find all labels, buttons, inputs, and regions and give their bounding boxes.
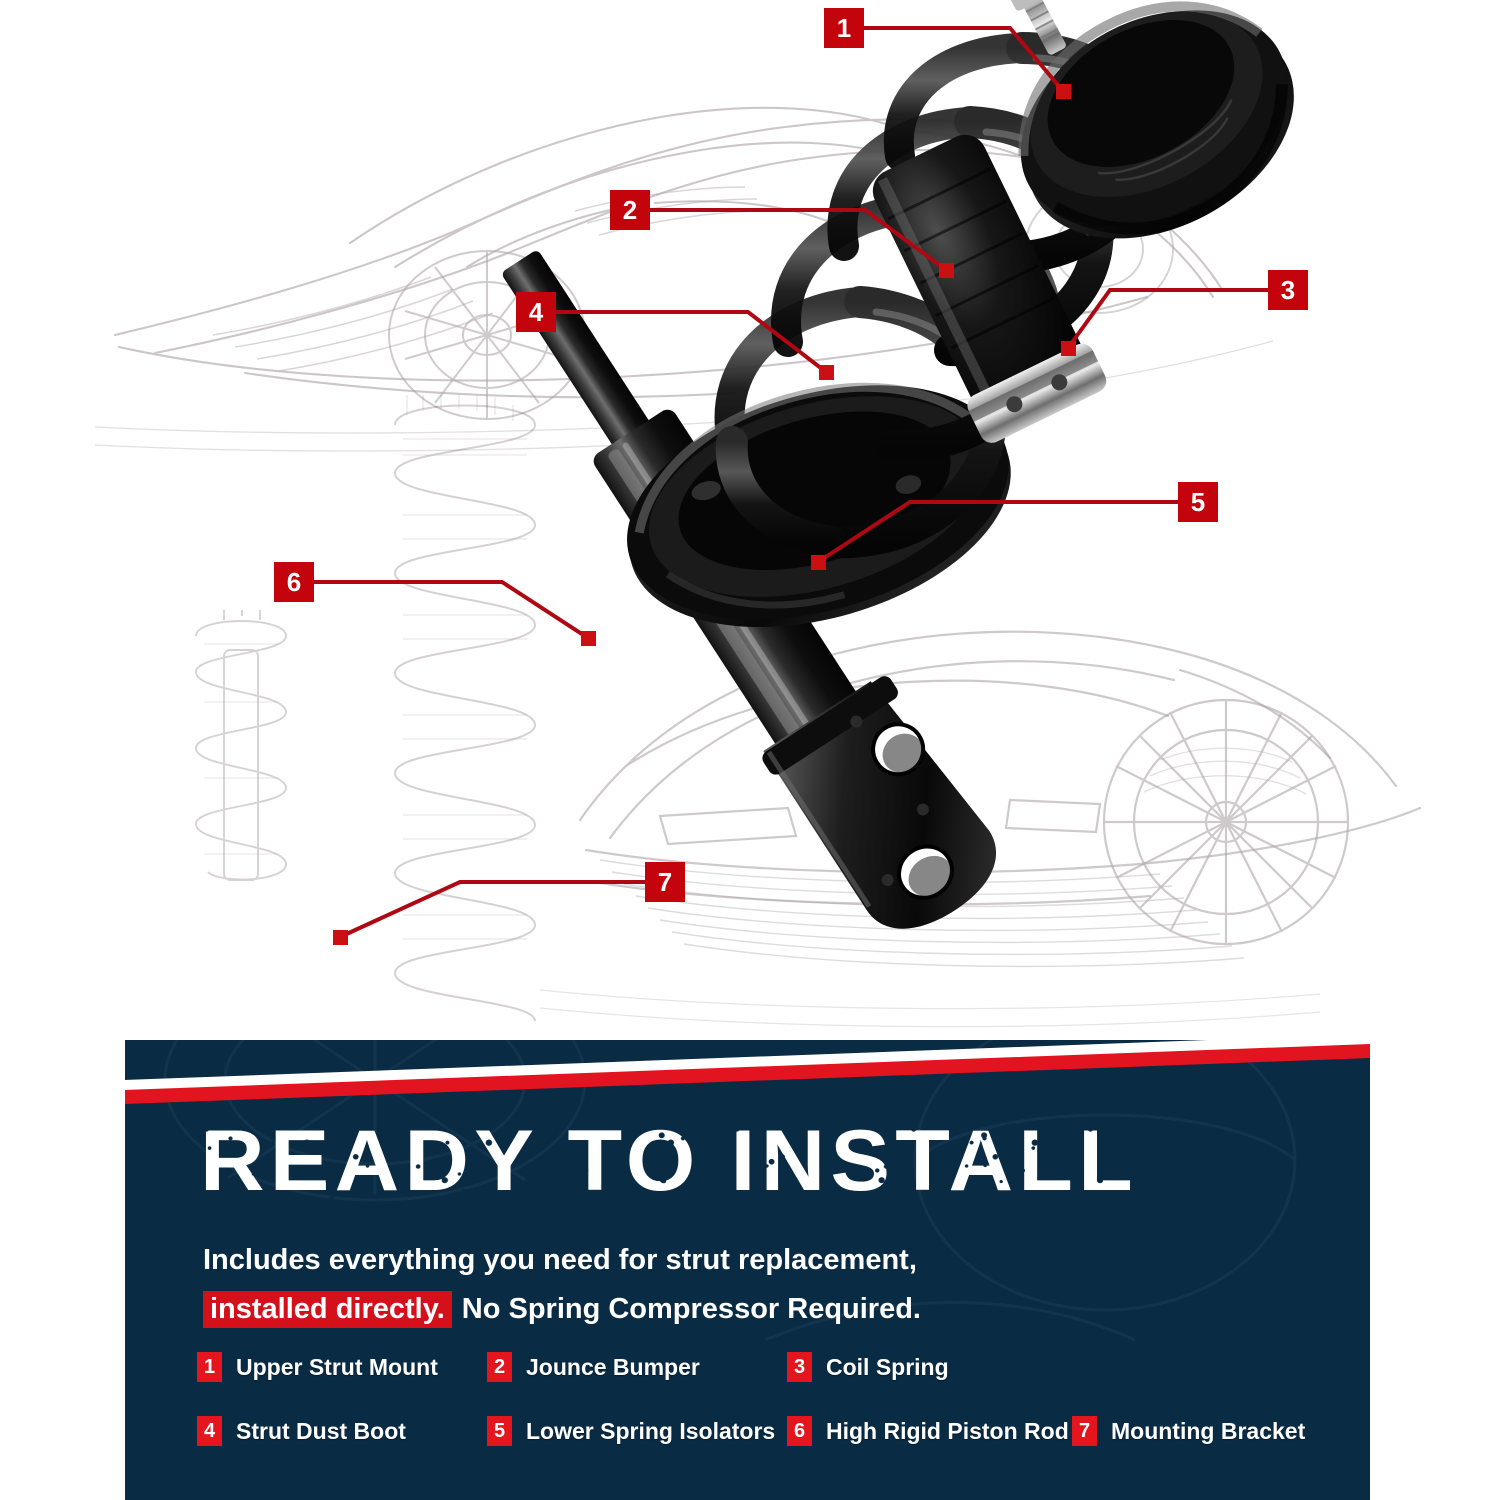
subline-line-2: installed directly. No Spring Compressor … <box>203 1289 921 1330</box>
legend-row-2: 4 Strut Dust Boot 5 Lower Spring Isolato… <box>197 1404 1357 1458</box>
callout-badge-3: 3 <box>1268 270 1308 310</box>
callout-badge-2: 2 <box>610 190 650 230</box>
legend-label-1: Upper Strut Mount <box>236 1353 438 1380</box>
banner-subline: Includes everything you need for strut r… <box>203 1240 921 1330</box>
subline-line-1: Includes everything you need for strut r… <box>203 1244 917 1276</box>
legend-number-1: 1 <box>197 1352 222 1382</box>
legend-number-6: 6 <box>787 1416 812 1446</box>
legend-number-3: 3 <box>787 1352 812 1382</box>
legend-item-1: 1 Upper Strut Mount <box>197 1352 487 1382</box>
callout-badge-7: 7 <box>645 862 685 902</box>
strut-assembly-illustration <box>120 0 1400 1075</box>
callout-badge-1: 1 <box>824 8 864 48</box>
legend-label-3: Coil Spring <box>826 1353 949 1380</box>
legend-label-7: Mounting Bracket <box>1111 1417 1306 1444</box>
ready-to-install-banner: READY TO INSTALL Includes everything you… <box>125 1040 1370 1500</box>
legend-number-2: 2 <box>487 1352 512 1382</box>
legend-number-5: 5 <box>487 1416 512 1446</box>
strut-sketch-small <box>160 610 320 900</box>
banner-headline: READY TO INSTALL <box>195 1112 1142 1209</box>
legend-item-2: 2 Jounce Bumper <box>487 1352 787 1382</box>
legend-item-5: 5 Lower Spring Isolators <box>487 1416 787 1446</box>
legend-number-4: 4 <box>197 1416 222 1446</box>
legend-label-4: Strut Dust Boot <box>236 1417 406 1444</box>
legend-number-7: 7 <box>1072 1416 1097 1446</box>
subline-highlight: installed directly. <box>203 1291 452 1329</box>
legend-item-7: 7 Mounting Bracket <box>1072 1416 1305 1446</box>
legend-label-6: High Rigid Piston Rod <box>826 1417 1069 1444</box>
callout-badge-4: 4 <box>516 292 556 332</box>
product-image-area: 1 2 3 4 5 6 7 <box>95 0 1422 1075</box>
subline-rest: No Spring Compressor Required. <box>461 1293 921 1326</box>
legend-row-1: 1 Upper Strut Mount 2 Jounce Bumper 3 Co… <box>197 1340 1357 1394</box>
legend-item-6: 6 High Rigid Piston Rod <box>787 1416 1072 1446</box>
legend-item-4: 4 Strut Dust Boot <box>197 1416 487 1446</box>
legend-label-5: Lower Spring Isolators <box>526 1417 776 1444</box>
callout-badge-6: 6 <box>274 562 314 602</box>
headline-text: READY TO INSTALL <box>195 1112 1142 1209</box>
callout-badge-5: 5 <box>1178 482 1218 522</box>
legend-item-3: 3 Coil Spring <box>787 1352 949 1382</box>
legend-label-2: Jounce Bumper <box>526 1353 700 1380</box>
parts-legend: 1 Upper Strut Mount 2 Jounce Bumper 3 Co… <box>197 1340 1357 1458</box>
